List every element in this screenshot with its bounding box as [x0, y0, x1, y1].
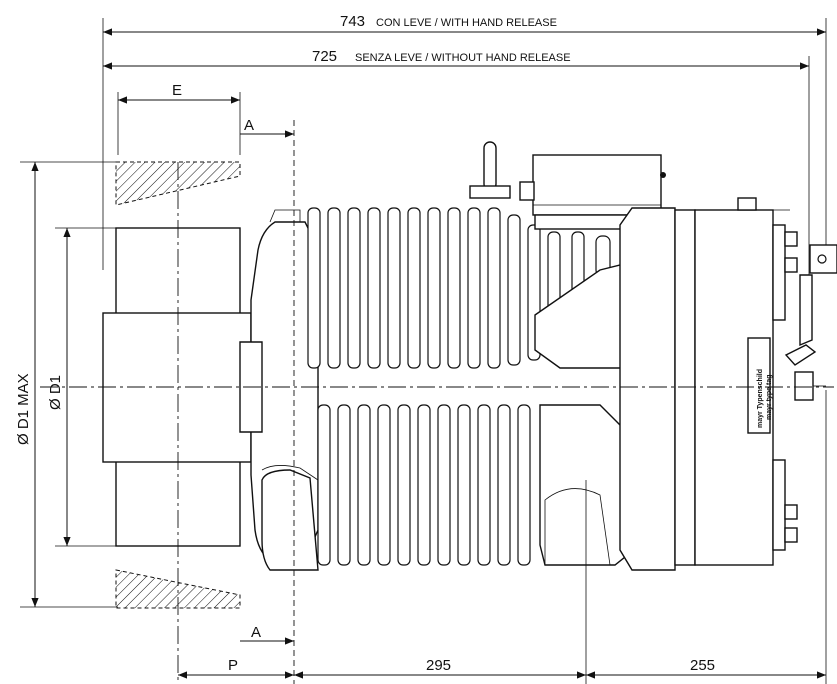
cooling-fins-upper	[307, 207, 611, 369]
section-a-top: A	[240, 117, 294, 138]
dimension-743-value: 743	[340, 13, 365, 30]
dimension-295-value: 295	[426, 657, 451, 674]
dimension-d1-label: Ø D1	[47, 375, 64, 410]
dimension-725-label: SENZA LEVE / WITHOUT HAND RELEASE	[355, 52, 571, 64]
lifting-eye	[469, 141, 511, 199]
section-a-bottom-label: A	[251, 624, 261, 641]
dimension-743: 743 CON LEVE / WITH HAND RELEASE	[103, 13, 826, 36]
dimension-e-label: E	[172, 82, 182, 99]
dimension-d1-max-label: Ø D1 MAX	[15, 373, 32, 445]
sheave-cone-bottom	[115, 569, 241, 609]
nameplate-line1: mayr Typenschild	[757, 369, 764, 428]
dimension-255-value: 255	[690, 657, 715, 674]
dimension-d1-max: Ø D1 MAX	[15, 161, 118, 608]
dimension-725: 725 SENZA LEVE / WITHOUT HAND RELEASE	[103, 48, 809, 70]
section-a-top-label: A	[244, 117, 254, 134]
dimension-p-label: P	[228, 657, 238, 674]
sheave-cone-top	[115, 161, 241, 206]
dimension-e: E	[117, 82, 241, 155]
section-a-bottom: A	[240, 624, 294, 645]
motor-lower-housing	[261, 404, 641, 571]
dimension-d1: Ø D1	[47, 227, 116, 547]
dimension-p: P	[178, 657, 294, 679]
cooling-fins-lower	[317, 404, 531, 566]
nameplate: mayr Typenschild mayr type tag	[747, 337, 773, 434]
dimension-295: 295	[294, 657, 586, 679]
terminal-box	[519, 154, 666, 230]
dimension-725-value: 725	[312, 48, 337, 65]
nameplate-line2: mayr type tag	[766, 374, 773, 420]
hand-release-lever	[784, 244, 837, 401]
dimension-255: 255	[586, 657, 826, 679]
dimension-743-label: CON LEVE / WITH HAND RELEASE	[376, 17, 557, 29]
